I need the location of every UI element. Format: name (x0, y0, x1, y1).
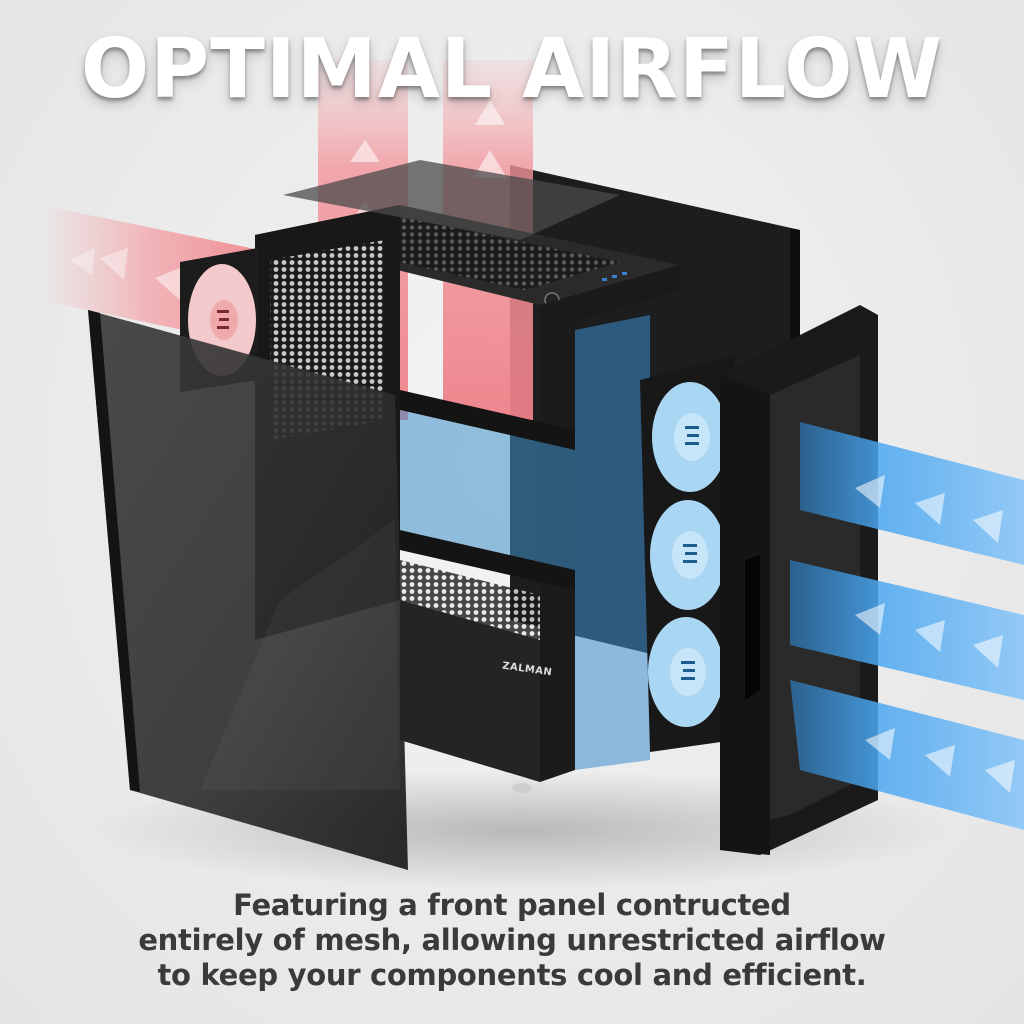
front-fan-1 (652, 382, 728, 492)
top-dust-filter (283, 160, 620, 240)
front-fan-3 (648, 617, 724, 727)
front-intake-airflow (790, 422, 1024, 830)
front-fan-2 (650, 500, 726, 610)
tempered-glass-side-panel (88, 310, 408, 870)
caption-line-2: entirely of mesh, allowing unrestricted … (138, 923, 886, 957)
front-intake-fans (640, 355, 735, 752)
headline: OPTIMAL AIRFLOW (80, 22, 944, 117)
caption: Featuring a front panel contructed entir… (0, 888, 1024, 993)
caption-line-3: to keep your components cool and efficie… (157, 958, 867, 992)
caption-line-1: Featuring a front panel contructed (233, 888, 791, 922)
